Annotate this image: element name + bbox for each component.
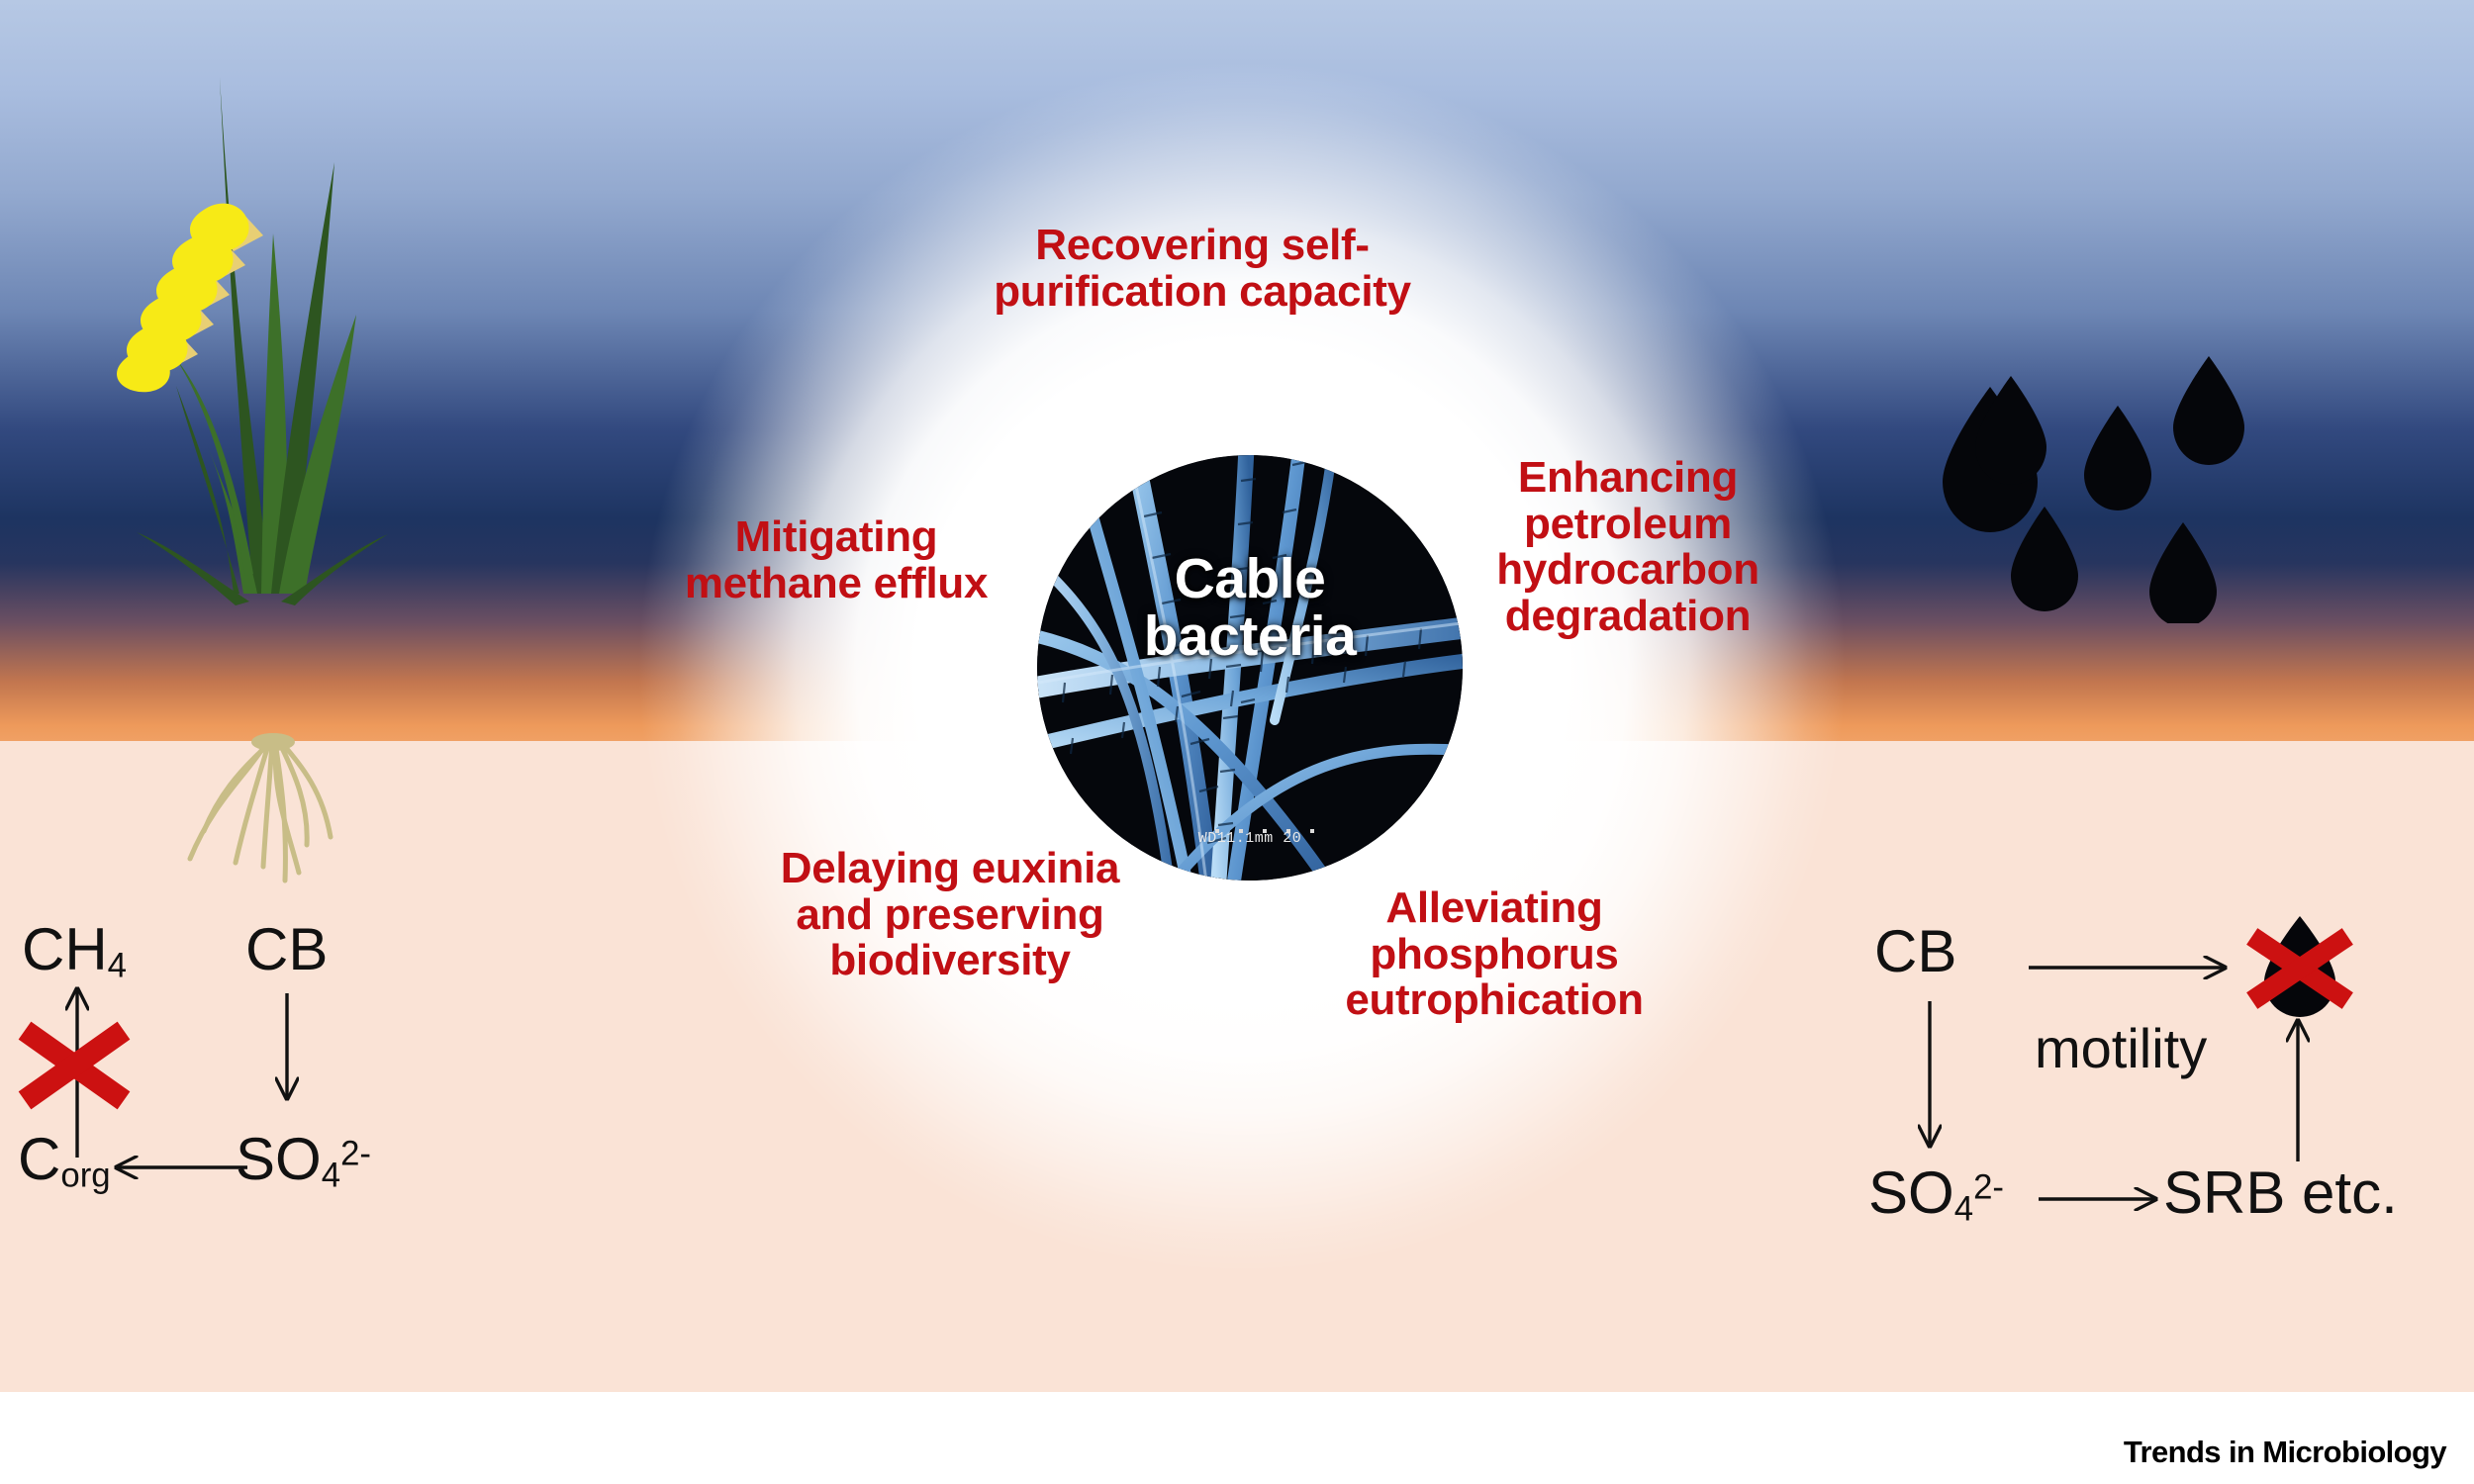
species-sulfate-right: SO42- — [1868, 1159, 2005, 1229]
species-sulfate-left: SO42- — [236, 1126, 372, 1195]
marsh-plant — [117, 77, 388, 605]
callout-recovering-self-purification: Recovering self-purification capacity — [994, 221, 1411, 316]
species-methane: CH4 — [22, 916, 128, 985]
callout-mitigating-methane-efflux: Mitigating methane efflux — [684, 512, 989, 607]
oil-droplet-group — [1943, 356, 2244, 623]
figure-footer: Trends in Microbiology — [0, 1392, 2474, 1484]
blocked-red-x-icon-right — [2246, 928, 2353, 1009]
diagram-left-arrows — [18, 910, 594, 1266]
species-cable-bacteria-right: CB — [1874, 918, 1957, 984]
cable-bacteria-micrograph: Cable bacteria WD11.1mm 20 — [1037, 455, 1463, 881]
oil-droplets — [1975, 356, 2244, 623]
petroleum-degradation-diagram: CB motility SO42- SRB etc. — [1860, 910, 2474, 1266]
diagram-right-arrows — [1860, 916, 2353, 1266]
flower-spike — [117, 203, 263, 393]
methane-suppression-diagram: CH4 CB SO42- Corg — [0, 910, 594, 1266]
callout-alleviating-phosphorus: Alleviating phosphorus eutrophication — [1345, 883, 1644, 1025]
species-organic-carbon: Corg — [18, 1126, 111, 1195]
species-srb: SRB etc. — [2163, 1159, 2398, 1226]
sem-filaments — [1037, 455, 1463, 881]
species-cable-bacteria-left: CB — [245, 916, 329, 982]
callout-enhancing-petroleum-degradation: Enhancing petroleum hydrocarbon degradat… — [1496, 453, 1760, 640]
plant-roots — [187, 733, 333, 883]
blocked-red-x-icon — [18, 1021, 131, 1110]
journal-credit: Trends in Microbiology — [2123, 1435, 2447, 1469]
callout-delaying-euxinia: Delaying euxinia and preserving biodiver… — [780, 844, 1120, 985]
label-motility: motility — [2035, 1017, 2208, 1079]
